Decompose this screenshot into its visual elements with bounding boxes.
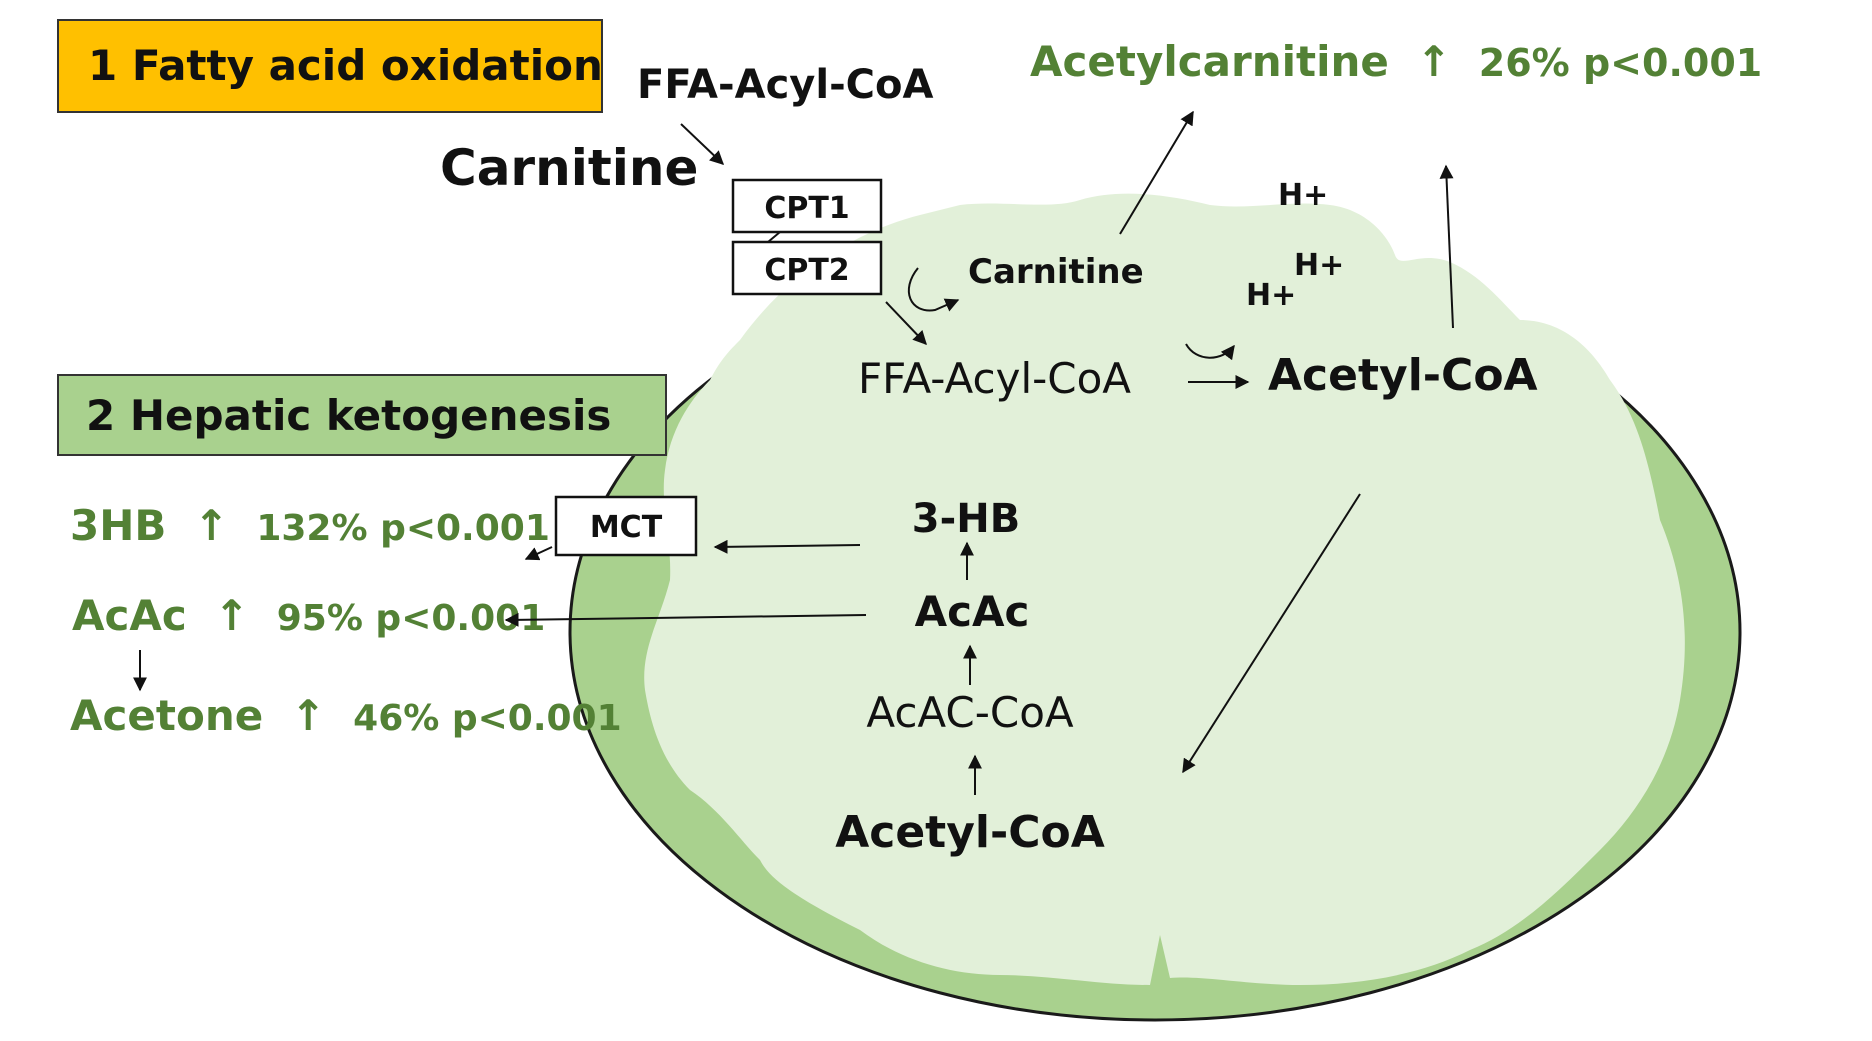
acetone-change: 46% p<0.001 bbox=[353, 698, 622, 739]
up-arrow-icon: ↑ bbox=[214, 591, 249, 640]
transporter-mct-label: MCT bbox=[590, 510, 663, 545]
acac-change: 95% p<0.001 bbox=[277, 598, 546, 639]
arrow-cpt2-to-ffa-acyl-coa bbox=[885, 301, 927, 346]
proton-label-3: H+ bbox=[1246, 278, 1296, 313]
three-hb-result: 3HB ↑ 132% p<0.001 bbox=[70, 501, 550, 550]
svg-text:3HB ↑ 132% p<0.001: 3HB ↑ 132% p<0.001 bbox=[70, 501, 550, 550]
acetone-name: Acetone bbox=[70, 691, 263, 740]
acac-result: AcAc ↑ 95% p<0.001 bbox=[72, 591, 545, 640]
arrow-acetyl-coa-to-exit bbox=[1439, 164, 1454, 329]
section-label-fatty-acid-oxidation: 1 Fatty acid oxidation bbox=[88, 41, 603, 90]
proton-label-2: H+ bbox=[1294, 248, 1344, 283]
arrow-mct-to-three-hb bbox=[524, 546, 553, 561]
outside-ffa-acyl-coa: FFA-Acyl-CoA bbox=[637, 62, 934, 108]
three-hb-change: 132% p<0.001 bbox=[256, 508, 550, 549]
transporter-mct: MCT bbox=[554, 495, 698, 557]
acac-name: AcAc bbox=[72, 591, 187, 640]
carnitine-release-curved-arrow bbox=[907, 267, 960, 312]
arrow-acetyl-coa-to-ketogenesis bbox=[1182, 493, 1361, 774]
arrow-ffa-to-cpt1 bbox=[680, 123, 725, 165]
up-arrow-icon: ↑ bbox=[1416, 37, 1451, 86]
section-fatty-acid-oxidation: 1 Fatty acid oxidation bbox=[57, 19, 603, 113]
matrix-acetyl-coa-bottom: Acetyl-CoA bbox=[835, 807, 1105, 858]
matrix-three-hb: 3-HB bbox=[912, 496, 1020, 542]
matrix-ffa-acyl-coa: FFA-Acyl-CoA bbox=[858, 354, 1131, 403]
transporter-cpt1: CPT1 bbox=[731, 178, 883, 234]
svg-text:Acetylcarnitine ↑: Acetylcarnitine ↑ 26% p<0.001 bbox=[1030, 37, 1762, 86]
arrow-cpt-junction bbox=[767, 231, 781, 243]
mitochondrion bbox=[568, 193, 1742, 1022]
transporter-cpt2: CPT2 bbox=[731, 240, 883, 296]
pathway-arrows bbox=[133, 110, 1454, 795]
arrow-carnitine-to-acetylcarnitine bbox=[1119, 110, 1194, 235]
mitochondrion-matrix bbox=[644, 193, 1685, 985]
arrow-three-hb-to-mct bbox=[713, 539, 861, 554]
svg-text:AcAc ↑ 95% p<0.001: AcAc ↑ 95% p<0.001 bbox=[72, 591, 545, 640]
acetylcarnitine-result: Acetylcarnitine ↑ 26% p<0.001 bbox=[1030, 37, 1762, 86]
section-label-hepatic-ketogenesis: 2 Hepatic ketogenesis bbox=[86, 391, 611, 440]
matrix-carnitine: Carnitine bbox=[968, 252, 1144, 292]
transporter-cpt1-label: CPT1 bbox=[764, 191, 849, 226]
up-arrow-icon: ↑ bbox=[194, 501, 229, 550]
proton-label-1: H+ bbox=[1278, 178, 1328, 213]
arrow-acac-export bbox=[504, 612, 867, 627]
acetylcarnitine-change: 26% p<0.001 bbox=[1479, 41, 1762, 85]
transporter-cpt2-label: CPT2 bbox=[764, 253, 849, 288]
beta-oxidation-curved-arrow bbox=[1185, 343, 1235, 361]
section-hepatic-ketogenesis: 2 Hepatic ketogenesis bbox=[57, 374, 667, 456]
matrix-acetyl-coa-top: Acetyl-CoA bbox=[1268, 350, 1538, 401]
three-hb-name: 3HB bbox=[70, 501, 166, 550]
acetylcarnitine-name: Acetylcarnitine bbox=[1030, 37, 1389, 86]
outside-carnitine: Carnitine bbox=[440, 139, 698, 197]
matrix-acac-coa: AcAC-CoA bbox=[866, 688, 1074, 737]
acetone-result: Acetone ↑ 46% p<0.001 bbox=[70, 691, 622, 740]
up-arrow-icon: ↑ bbox=[291, 691, 326, 740]
svg-text:Acetone ↑ 46% p<0.: Acetone ↑ 46% p<0.001 bbox=[70, 691, 622, 740]
matrix-acac: AcAc bbox=[915, 587, 1030, 636]
